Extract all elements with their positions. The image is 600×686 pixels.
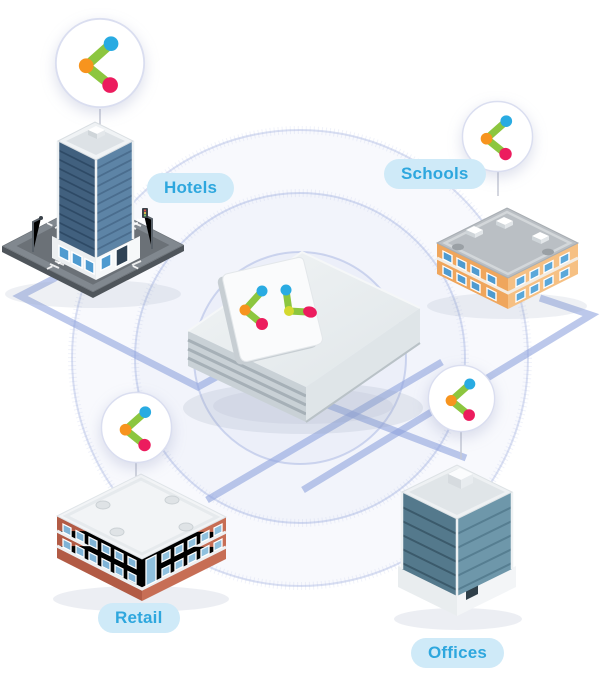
connection-line-retail (205, 358, 444, 504)
network-switch-illustration (183, 250, 423, 434)
rooftop-ac-units (452, 217, 554, 256)
hotels-building-illustration (2, 121, 184, 308)
retail-badge (101, 392, 171, 462)
hotels-label: Hotels (147, 173, 235, 203)
switch-logo-panel (217, 257, 323, 365)
brand-chevron-logo-icon (239, 285, 268, 330)
offices-badge (428, 365, 494, 431)
connection-line-schools (301, 294, 600, 493)
traffic-light (142, 208, 148, 218)
retail-label: Retail (98, 603, 180, 633)
schools-label: Schools (384, 159, 486, 189)
podium-windows (58, 244, 95, 276)
switch-vents (187, 338, 307, 416)
schools-building-illustration (427, 207, 587, 319)
brand-l-logo-icon (280, 284, 317, 318)
switch-ports (332, 313, 418, 398)
hotels-badge (56, 19, 144, 107)
offices-label: Offices (411, 638, 505, 668)
retail-entrance (145, 554, 157, 587)
retail-building-illustration (53, 473, 229, 612)
offices-building-illustration (394, 464, 522, 630)
roof-vents (95, 495, 194, 537)
hotel-entrance (115, 242, 129, 269)
